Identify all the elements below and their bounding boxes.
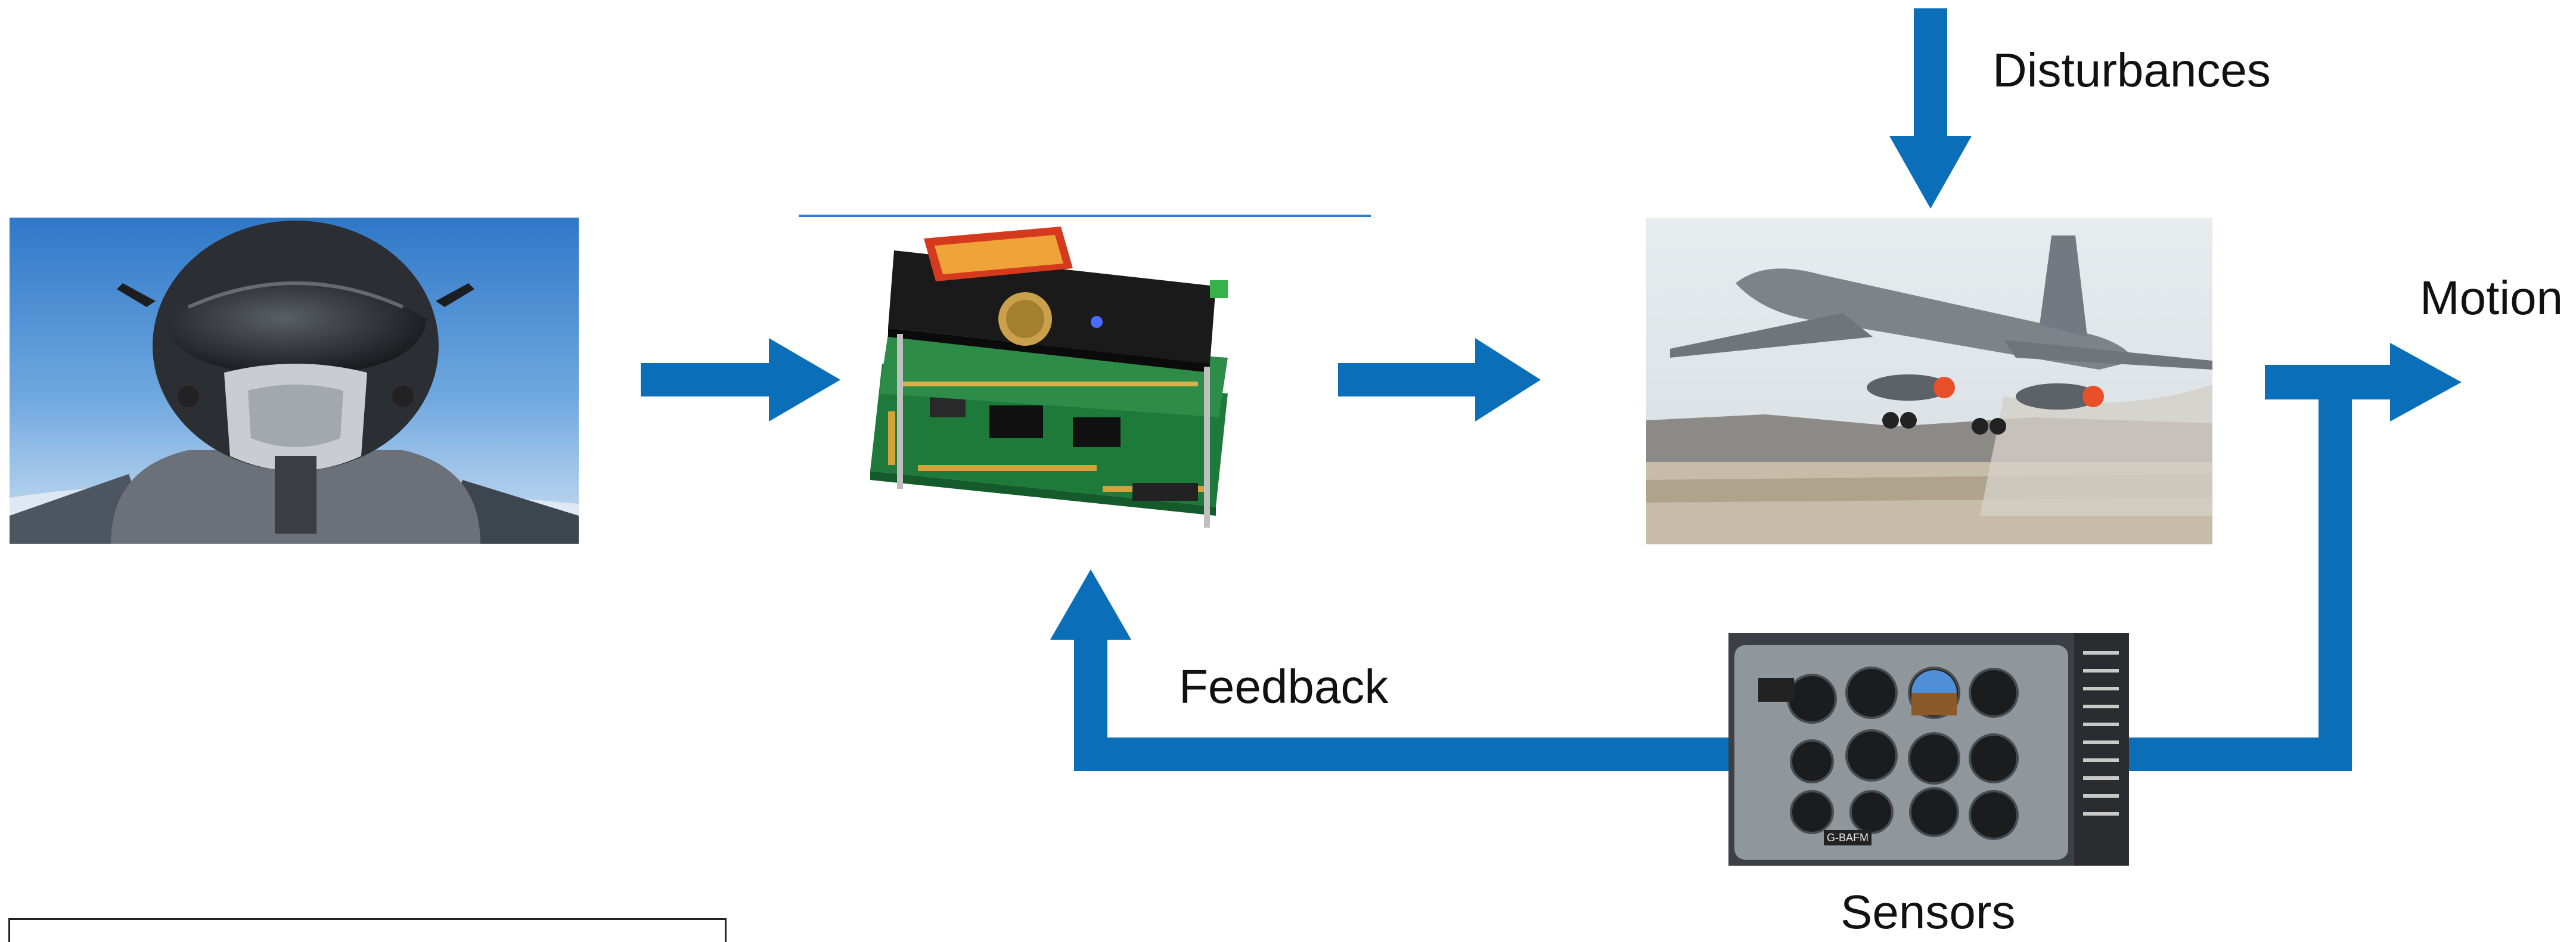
- sensors-label: Sensors: [1841, 885, 2016, 938]
- tail-number-text: G-BAFM: [1827, 832, 1869, 844]
- arrow-disturbances: [1889, 8, 1972, 209]
- motion-label: Motion: [2420, 271, 2563, 324]
- caption-box: [8, 918, 727, 942]
- arrow-controller-to-aircraft: [1338, 338, 1541, 422]
- arrow-sensor-tap: [2128, 385, 2352, 771]
- sensors-image: G-BAFM: [1728, 633, 2129, 866]
- arrow-motion: [2265, 343, 2462, 422]
- pilot-image: [10, 218, 579, 544]
- aircraft-image: [1646, 218, 2212, 544]
- arrow-feedback: [1050, 569, 1730, 771]
- disturbances-label: Disturbances: [1992, 44, 2271, 97]
- controller-image: [799, 215, 1371, 549]
- arrow-pilot-to-controller: [641, 338, 840, 422]
- feedback-label: Feedback: [1179, 660, 1389, 713]
